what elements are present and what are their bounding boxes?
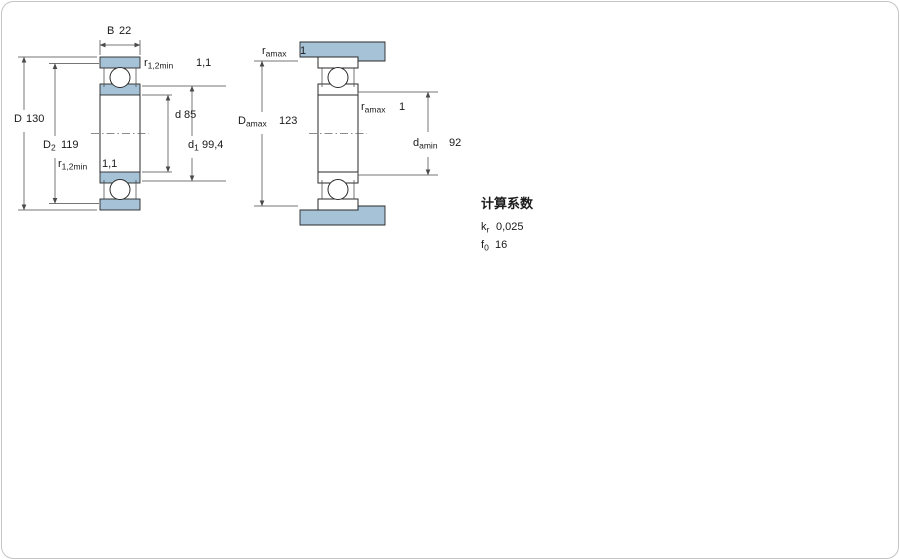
ball-top-right	[327, 67, 349, 88]
shaft-shoulder-lines	[357, 91, 438, 176]
dim-value-r-bottom: 1,1	[102, 158, 117, 170]
dim-value-D2: 119	[61, 139, 79, 151]
dim-ext-D	[18, 56, 97, 211]
dim-label-D2: D2	[43, 139, 56, 153]
dim-ext-d1	[142, 85, 226, 182]
dim-value-ra-mid: 1	[399, 101, 405, 113]
dim-value-Damax: 123	[279, 115, 297, 127]
dim-value-d: 85	[184, 109, 196, 121]
dim-value-d1: 99,4	[202, 139, 223, 151]
dim-label-d1: d1	[188, 139, 199, 153]
calculation-factors-title: 计算系数	[481, 196, 534, 211]
factor-kr-label: kr	[481, 221, 490, 235]
left-view-dimensions: B 22 r1,2min 1,1 D 130 D2 119 d 85 d1 99…	[14, 25, 226, 211]
dim-label-ra-top: ramax	[262, 45, 287, 59]
ball-bottom-right	[327, 179, 349, 200]
dim-value-damin: 92	[449, 137, 461, 149]
right-view-mounting-section	[299, 41, 438, 226]
outer-ring-top	[99, 56, 141, 69]
dim-label-Damax: Damax	[238, 115, 267, 129]
dim-label-D: D	[14, 113, 22, 125]
dim-label-ra-mid: ramax	[361, 101, 386, 115]
left-view-bearing-section	[91, 56, 149, 211]
outer-ring-bottom	[99, 198, 141, 211]
dim-value-B: 22	[119, 25, 131, 37]
ring-face-lines-bottom-right	[321, 180, 355, 199]
dim-ext-B	[99, 40, 141, 55]
dim-label-damin: damin	[413, 137, 438, 151]
ball-bottom	[109, 179, 131, 200]
shield-lines-top	[103, 68, 137, 87]
dim-value-r-top: 1,1	[196, 57, 211, 69]
outer-ring-top-right	[317, 56, 359, 69]
ring-face-lines-top-right	[321, 68, 355, 87]
shield-lines-bottom	[103, 180, 137, 199]
dim-label-d: d	[175, 109, 181, 121]
factor-f0-label: f0	[481, 239, 489, 253]
right-view-dimensions: ramax 1 Damax 123 ramax 1 damin 92	[238, 45, 461, 207]
dim-value-D: 130	[26, 113, 44, 125]
outer-ring-bottom-right	[317, 198, 359, 211]
factor-kr-value: 0,025	[496, 221, 524, 233]
dim-value-ra-top: 1	[300, 45, 306, 57]
factor-f0-value: 16	[495, 239, 507, 251]
dim-label-r-bottom: r1,2min	[58, 158, 87, 172]
ball-top	[109, 67, 131, 88]
dim-label-r-top: r1,2min	[144, 57, 173, 71]
dim-label-B: B	[107, 25, 114, 37]
calculation-factors-block: 计算系数 kr 0,025 f0 16	[481, 196, 534, 253]
